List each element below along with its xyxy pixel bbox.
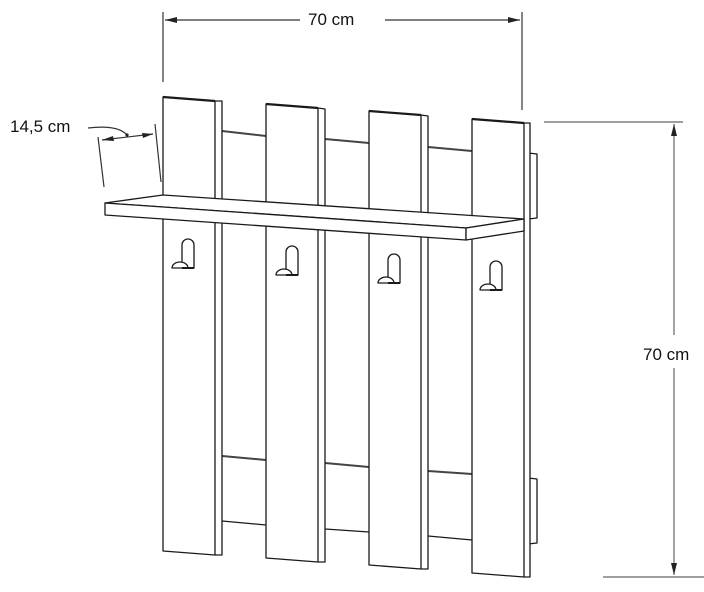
wall-bracket-bottom [527,477,538,545]
height-dimension-line [544,121,704,578]
back-rail-top [221,130,473,152]
hook-2 [275,245,299,276]
wall-bracket-top [527,152,538,220]
vertical-board-2 [265,102,326,563]
width-label: 70 cm [304,10,359,30]
vertical-board-1 [162,95,223,556]
height-label: 70 cm [643,343,690,367]
hook-1 [171,238,195,269]
shelf [104,194,525,241]
depth-dimension-line [87,123,162,188]
hook-4 [479,260,503,291]
back-rail-bottom [221,455,473,541]
vertical-board-4 [471,117,531,578]
depth-label: 14,5 cm [10,117,71,137]
width-dimension-line [162,12,523,110]
vertical-board-3 [368,109,429,570]
hook-3 [377,253,401,284]
